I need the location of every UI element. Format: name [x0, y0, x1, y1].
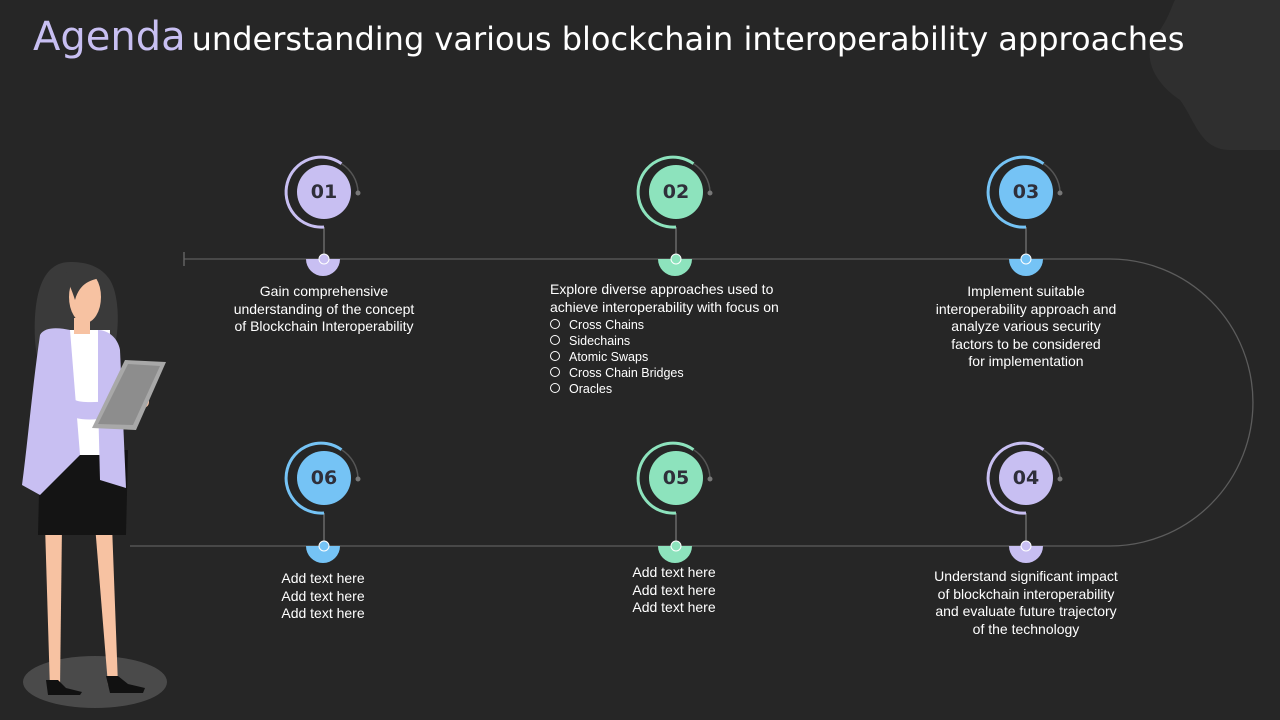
woman-with-tablet-illustration [22, 262, 167, 708]
list-item: Oracles [550, 381, 810, 397]
description-line: Add text here [632, 599, 716, 616]
step-05-description: Add text here Add text here Add text her… [564, 564, 784, 617]
description-line: interoperability approach and [935, 300, 1117, 317]
bullet-icon [550, 351, 560, 362]
timeline-marker-06 [306, 546, 340, 563]
timeline-marker-04 [1009, 546, 1043, 563]
step-05-node: 05 [641, 443, 711, 513]
step-06-number: 06 [297, 451, 351, 505]
description-line: Add text here [281, 605, 365, 622]
step-01-number: 01 [297, 165, 351, 219]
step-02-node: 02 [641, 157, 711, 227]
step-06-node: 06 [289, 443, 359, 513]
step-02-number: 02 [649, 165, 703, 219]
timeline-marker-03 [1009, 259, 1043, 276]
description-line: Add text here [632, 564, 716, 580]
bullet-icon [550, 367, 560, 378]
description-line: of the technology [972, 620, 1080, 637]
description-line: for implementation [968, 353, 1084, 370]
step-04-node: 04 [991, 443, 1061, 513]
step-04-description: Understand significant impact of blockch… [916, 568, 1136, 638]
list-item: Sidechains [550, 333, 810, 349]
description-line: of Blockchain Interoperability [234, 318, 414, 335]
description-line: Explore diverse approaches used to [550, 281, 774, 297]
title-rest: understanding various blockchain interop… [191, 20, 1185, 58]
title-accent: Agenda [33, 14, 186, 60]
timeline-path [130, 258, 1254, 547]
step-06-description: Add text here Add text here Add text her… [213, 570, 433, 623]
step-02-description: Explore diverse approaches used to achie… [550, 281, 810, 397]
description-line: Understand significant impact [934, 568, 1118, 584]
description-line: analyze various security [951, 318, 1101, 335]
description-line: understanding of the concept [233, 300, 415, 317]
step-04-number: 04 [999, 451, 1053, 505]
description-line: Implement suitable [967, 283, 1085, 299]
list-item: Cross Chain Bridges [550, 365, 810, 381]
description-line: Add text here [281, 570, 365, 586]
bullet-icon [550, 383, 560, 394]
step-05-number: 05 [649, 451, 703, 505]
timeline-marker-05 [658, 546, 692, 563]
timeline-marker-01 [306, 259, 340, 276]
bullet-icon [550, 319, 560, 330]
description-line: of blockchain interoperability [937, 585, 1115, 602]
description-line: achieve interoperability with focus on [550, 298, 779, 315]
step-03-node: 03 [991, 157, 1061, 227]
focus-list: Cross Chains Sidechains Atomic Swaps Cro… [550, 317, 810, 397]
bullet-icon [550, 335, 560, 346]
description-line: Gain comprehensive [259, 283, 389, 299]
step-03-description: Implement suitable interoperability appr… [916, 283, 1136, 371]
description-line: and evaluate future trajectory [935, 603, 1117, 620]
description-line: Add text here [281, 587, 365, 604]
decorative-blob [1149, 0, 1280, 150]
list-item: Cross Chains [550, 317, 810, 333]
step-03-number: 03 [999, 165, 1053, 219]
timeline-marker-02 [658, 259, 692, 276]
description-line: Add text here [632, 581, 716, 598]
step-01-description: Gain comprehensive understanding of the … [214, 283, 434, 336]
step-01-node: 01 [289, 157, 359, 227]
description-line: factors to be considered [951, 335, 1101, 352]
list-item: Atomic Swaps [550, 349, 810, 365]
